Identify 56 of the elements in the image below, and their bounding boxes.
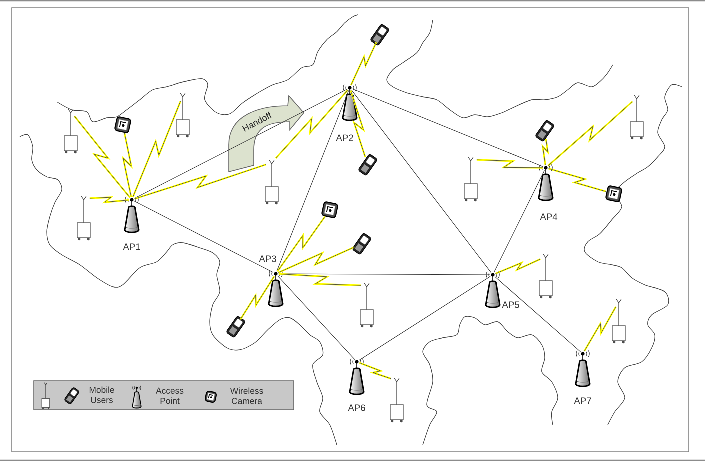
link-line bbox=[352, 88, 544, 168]
access-point-label: AP4 bbox=[540, 214, 558, 220]
wireless-link bbox=[277, 216, 326, 272]
wireless-link bbox=[548, 168, 606, 193]
wireless-link bbox=[122, 132, 133, 198]
link-line bbox=[134, 201, 274, 273]
wireless-link bbox=[359, 362, 392, 380]
camera-icon bbox=[606, 186, 622, 202]
wireless-link bbox=[548, 101, 634, 167]
wireless-link bbox=[495, 258, 541, 275]
mobile-terminal-icon bbox=[630, 95, 644, 140]
wireless-link bbox=[278, 246, 355, 274]
access-point-label: AP2 bbox=[336, 134, 354, 142]
mobile-terminal-icon bbox=[176, 93, 190, 138]
camera-icon bbox=[114, 116, 132, 134]
legend-label: Wireless Camera bbox=[230, 388, 264, 404]
wireless-link bbox=[584, 306, 617, 352]
handheld-icon bbox=[358, 154, 378, 176]
link-line bbox=[494, 170, 545, 273]
access-point-label: AP7 bbox=[574, 398, 592, 404]
wireless-link bbox=[350, 42, 378, 86]
access-point-label: AP5 bbox=[502, 302, 520, 308]
link-line bbox=[359, 276, 491, 361]
wireless-link bbox=[90, 196, 130, 204]
access-point-label: AP6 bbox=[348, 404, 366, 412]
mobile-terminal-icon bbox=[360, 283, 374, 328]
mobile-terminal-icon bbox=[464, 157, 478, 202]
wireless-link bbox=[74, 116, 131, 198]
mobile-terminal-icon bbox=[64, 109, 78, 154]
mobile-terminal-icon bbox=[265, 160, 279, 205]
wireless-link bbox=[134, 164, 267, 200]
wireless-link bbox=[240, 276, 276, 320]
wireless-link bbox=[542, 138, 550, 166]
link-line bbox=[134, 89, 348, 199]
mobile-terminal-icon bbox=[539, 254, 553, 299]
access-point-label: AP3 bbox=[259, 256, 276, 262]
legend-label: Mobile Users bbox=[90, 386, 114, 404]
mobile-terminal-icon bbox=[77, 196, 91, 241]
wireless-link bbox=[275, 90, 349, 159]
mobile-terminal-icon bbox=[612, 299, 626, 344]
link-line bbox=[278, 276, 356, 360]
handheld-icon bbox=[226, 316, 246, 338]
handheld-icon bbox=[536, 120, 554, 142]
wireless-link bbox=[132, 101, 182, 198]
legend-label: Access Point bbox=[156, 388, 184, 404]
wireless-link bbox=[278, 273, 362, 286]
camera-icon bbox=[322, 202, 338, 218]
mobile-terminal-icon bbox=[390, 378, 404, 423]
handheld-icon bbox=[352, 233, 372, 255]
handheld-icon bbox=[370, 24, 390, 46]
link-line bbox=[494, 276, 582, 352]
wireless-link bbox=[476, 159, 544, 169]
access-point-label: AP1 bbox=[123, 244, 140, 250]
link-line bbox=[352, 90, 492, 273]
link-line bbox=[276, 90, 350, 272]
wireless-link bbox=[350, 90, 366, 158]
